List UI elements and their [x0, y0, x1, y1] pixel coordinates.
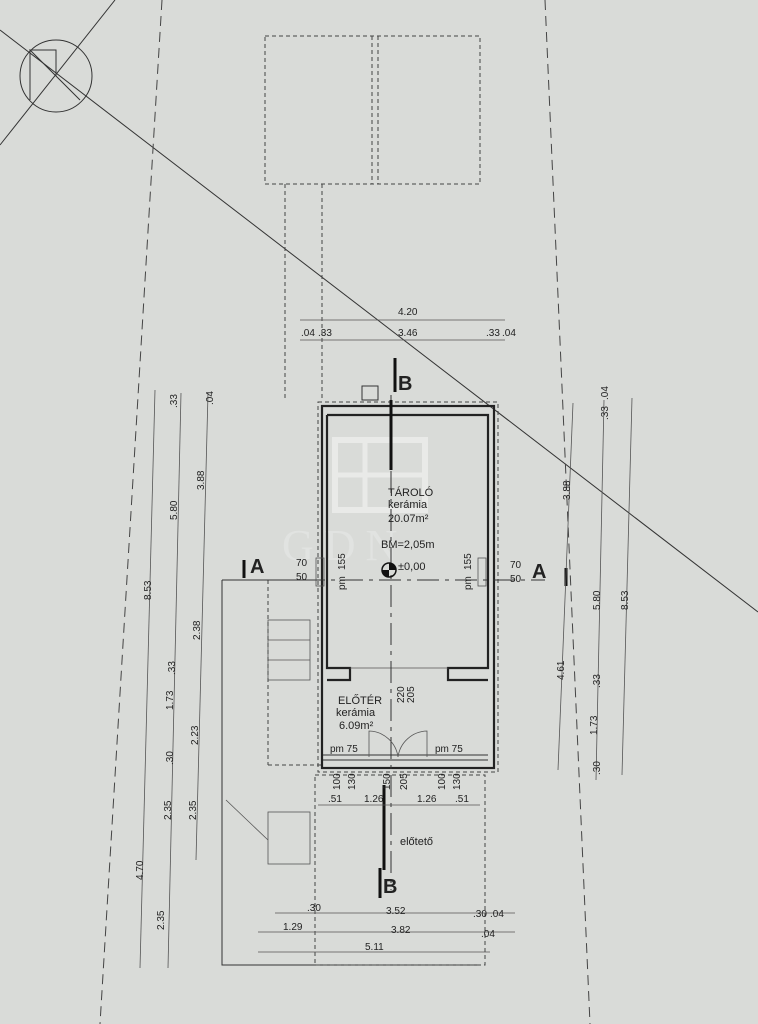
- canopy-label: előtető: [400, 836, 433, 848]
- dimension-label: 5.80: [169, 500, 180, 520]
- room-area: 20.07m²: [388, 513, 429, 525]
- dimension-label: .30: [592, 761, 603, 775]
- dimension-label: .33: [169, 394, 180, 408]
- dimension-label: pm 75: [330, 744, 358, 755]
- dimension-label: 155: [337, 553, 348, 570]
- site-line: [0, 0, 116, 146]
- room-name: ELŐTÉR: [338, 693, 382, 707]
- dimension-label: 8.53: [143, 580, 154, 600]
- dimension-label: 70: [296, 558, 308, 569]
- dimension-label: 3.88: [562, 480, 573, 500]
- dimension-label: .33: [318, 328, 332, 339]
- dimension-label: 205: [406, 686, 417, 703]
- dimension-label: 5.11: [365, 942, 384, 953]
- dimension-label: .33: [600, 406, 611, 420]
- dimension-label: .33: [486, 328, 500, 339]
- left-dimensions: 8.53 4.70 5.80 1.73 2.35 2.35 .33 .30 .3…: [135, 389, 216, 969]
- chimney: [361, 385, 379, 401]
- section-a-right: A: [532, 561, 546, 583]
- dimension-label: .30: [307, 903, 321, 914]
- dimension-label: 3.82: [391, 925, 411, 936]
- dimension-label: pm: [463, 576, 474, 590]
- watermark-text: GDN: [282, 521, 407, 570]
- property-line-right: [544, 0, 591, 1024]
- section-b-bottom: B: [383, 876, 397, 898]
- room-height: BM=2,05m: [381, 539, 435, 551]
- bottom-dimensions: .30 3.52 .30 .04 1.29 3.82 .04 5.11: [258, 903, 515, 953]
- dimension-label: 4.20: [398, 307, 418, 318]
- dimension-label: 1.29: [283, 922, 303, 933]
- dimension-label: .51: [328, 794, 342, 805]
- dimension-label: 2.35: [163, 800, 174, 820]
- dimension-label: 3.52: [386, 906, 406, 917]
- dimension-label: 220: [396, 686, 407, 703]
- top-dimensions: 4.20 3.46 .04 .33 .33 .04: [300, 307, 516, 341]
- dimension-label: 4.70: [135, 860, 146, 880]
- dimension-label: .04: [481, 929, 495, 940]
- dimension-label: 50: [510, 574, 522, 585]
- annex: [221, 579, 486, 966]
- section-b-top: B: [398, 373, 412, 395]
- existing-structure: [264, 35, 481, 400]
- room-floor: kerámia: [336, 707, 376, 719]
- dimension-label: .04: [301, 328, 315, 339]
- room-name: TÁROLÓ: [388, 486, 434, 499]
- building-walls: [317, 401, 499, 773]
- section-b: B B: [378, 358, 412, 898]
- watermark-logo: GDN: [282, 437, 428, 570]
- dimension-label: 1.26: [417, 794, 437, 805]
- dimension-label: 155: [463, 553, 474, 570]
- dimension-label: 100: [332, 773, 343, 790]
- dimension-label: 150: [382, 773, 393, 790]
- dimension-label: .30: [165, 751, 176, 765]
- dimension-label: .33: [167, 661, 178, 675]
- dimension-label: 100: [437, 773, 448, 790]
- site-boundary-line: [0, 29, 758, 613]
- section-a: A A: [242, 556, 568, 586]
- room-storage: TÁROLÓ kerámia 20.07m² BM=2,05m ±0,00: [381, 486, 435, 578]
- property-line-left: [99, 0, 163, 1024]
- front-dimensions: 100 130 150 205 100 130 .51 1.26 1.26 .5…: [318, 773, 480, 848]
- right-dimensions: 3.88 4.61 5.80 1.73 8.53 .33 .04 .33 .30: [556, 386, 633, 781]
- dimension-label: 5.80: [592, 590, 603, 610]
- dimension-label: pm 75: [435, 744, 463, 755]
- dimension-label: .04: [205, 391, 216, 405]
- dimension-label: .04: [502, 328, 516, 339]
- dimension-label: 2.35: [156, 910, 167, 930]
- room-floor: kerámia: [388, 499, 428, 511]
- room-level: ±0,00: [398, 561, 425, 573]
- dimension-label: 4.61: [556, 660, 567, 680]
- dimension-label: 8.53: [620, 590, 631, 610]
- double-door: [368, 730, 428, 758]
- dimension-label: .04: [490, 909, 504, 920]
- dimension-label: 1.26: [364, 794, 384, 805]
- dimension-label: 50: [296, 572, 308, 583]
- dimension-label: 3.88: [196, 470, 207, 490]
- dimension-label: 3.46: [398, 328, 418, 339]
- dimension-label: 70: [510, 560, 522, 571]
- side-windows: 70 50 70 50 pm 155 pm 155: [296, 553, 522, 590]
- dimension-label: 2.35: [188, 800, 199, 820]
- dimension-label: 205: [399, 773, 410, 790]
- dimension-label: .51: [455, 794, 469, 805]
- dimension-label: 2.23: [190, 725, 201, 745]
- dimension-label: .30: [473, 909, 487, 920]
- dimension-label: .33: [592, 674, 603, 688]
- dimension-label: 1.73: [165, 690, 176, 710]
- dimension-label: 130: [347, 773, 358, 790]
- room-area: 6.09m²: [339, 720, 374, 732]
- dimension-label: 1.73: [589, 715, 600, 735]
- dimension-label: .04: [600, 386, 611, 400]
- dimension-label: 130: [452, 773, 463, 790]
- section-a-left: A: [250, 556, 264, 578]
- dimension-label: pm: [337, 576, 348, 590]
- room-entry: ELŐTÉR kerámia 6.09m² 220 205 pm 75 pm 7…: [330, 686, 463, 758]
- dimension-label: 2.38: [192, 620, 203, 640]
